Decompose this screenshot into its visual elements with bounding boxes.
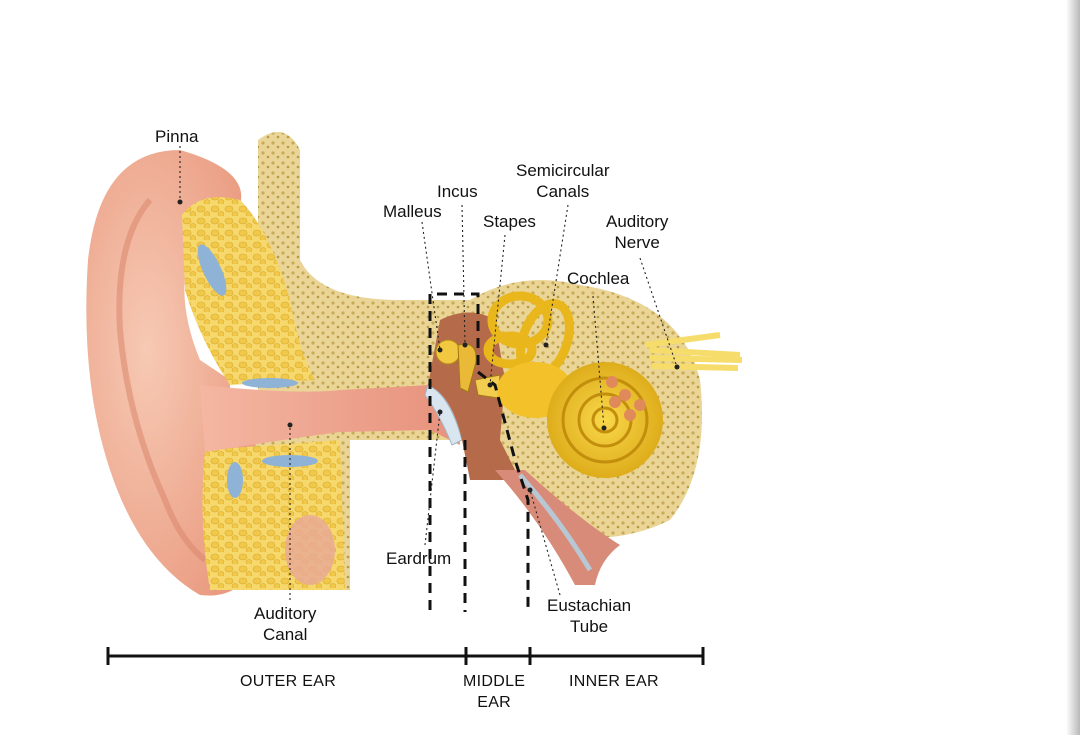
page-edge-shadow — [1066, 0, 1080, 735]
label-pinna: Pinna — [155, 127, 199, 146]
region-outer-ear: OUTER EAR — [240, 673, 337, 690]
cartilage-blue-2 — [242, 378, 298, 388]
label-auditory-nerve: Auditory Nerve — [606, 212, 669, 252]
label-cochlea: Cochlea — [567, 269, 630, 288]
cartilage-blue-1 — [197, 244, 227, 296]
eustachian-tube-lining — [518, 473, 593, 572]
label-malleus: Malleus — [383, 202, 442, 221]
cartilage-blue-3 — [262, 455, 318, 467]
auditory-canal-shape — [200, 385, 460, 452]
label-eustachian-tube: Eustachian Tube — [547, 596, 632, 636]
label-incus: Incus — [437, 182, 478, 201]
eardrum-shape — [424, 384, 463, 446]
parotid-tissue — [285, 515, 335, 585]
middle-ear-boundary — [428, 292, 530, 612]
semicircular-canals-shape — [483, 291, 574, 381]
pinna-fold — [116, 198, 207, 563]
label-semicircular-canals: Semicircular Canals — [516, 161, 610, 201]
cartilage-blue-4 — [227, 462, 243, 498]
region-scale-bar — [106, 647, 705, 665]
leader-dots — [177, 199, 680, 493]
leader-lines — [179, 146, 678, 600]
label-eardrum: Eardrum — [386, 549, 452, 568]
label-auditory-canal: Auditory Canal — [254, 604, 317, 644]
cochlea-shape — [547, 362, 663, 478]
region-inner-ear: INNER EAR — [569, 673, 659, 690]
auditory-nerve-shape — [644, 332, 743, 371]
cartilage-upper — [182, 197, 315, 385]
region-middle-ear: MIDDLE EAR — [463, 673, 526, 711]
label-stapes: Stapes — [483, 212, 536, 231]
